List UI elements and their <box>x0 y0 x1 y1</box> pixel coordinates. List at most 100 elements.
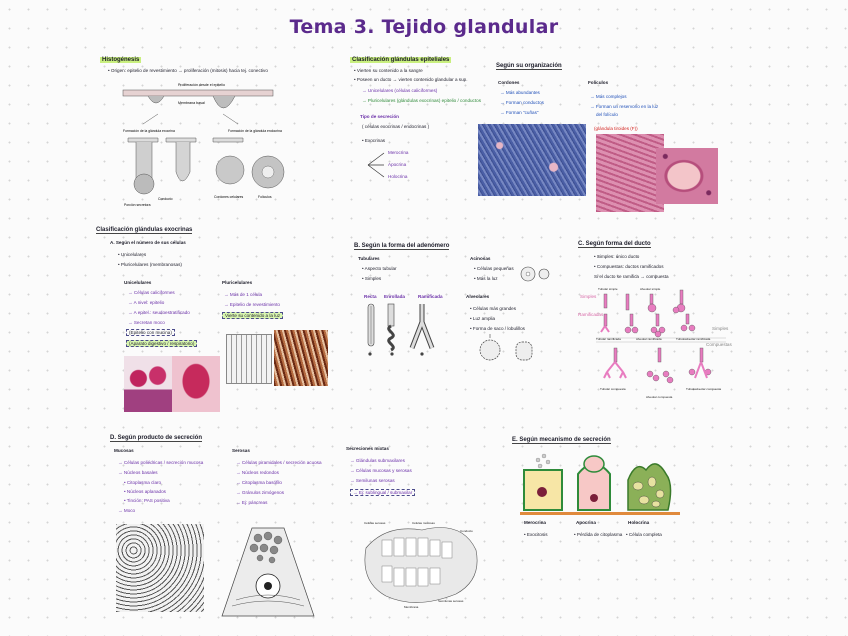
shape-label: Alveolar compuesta <box>646 395 673 399</box>
clasif-line: → Pluricelulares (glándulas exocrinas) e… <box>362 98 481 103</box>
diagram-label: Cordones celulares <box>214 195 244 199</box>
alveolares-title: Alveolares <box>466 294 490 299</box>
side-label-simples: Simples <box>580 294 597 299</box>
criterio-a-line: • Unicelulares <box>118 252 147 257</box>
micro-label: Conducto <box>460 529 473 533</box>
branch-merocrina: Merocrina <box>388 150 409 155</box>
alveolares-line: • Células más grandes <box>470 306 517 311</box>
mucosas-line: • Tinción: PAS positiva <box>124 498 170 503</box>
shape-label: Tubuloalveolar compuesta <box>686 387 721 391</box>
mucosas-line: • Citoplasma claro <box>124 480 162 485</box>
micro-label: Células serosas <box>364 521 386 525</box>
micro-label: Células mucosas <box>412 521 435 525</box>
mech-col-holocrina: Holocrina <box>628 520 650 525</box>
section-header-exocrinas: Clasificación glándulas exocrinas <box>96 227 193 234</box>
criterio-a: A. Según el número de sus células <box>110 240 186 245</box>
alveolares-line: • Luz amplia <box>470 316 496 321</box>
pluricelulares-line: → Epitelio de revestimiento <box>224 302 280 307</box>
ducto-line: • Compuestas: ductos ramificados <box>594 264 664 269</box>
tub-col-ramificada: Ramificada <box>418 294 443 299</box>
mucosas-title: Mucosas <box>114 448 134 453</box>
serosas-line: → Citoplasma basófilo <box>236 480 282 485</box>
unicelulares-line: (Epitelio con mucina) <box>126 329 175 336</box>
serosas-title: Serosas <box>232 448 250 453</box>
duct-shapes: Tubular simple Alveolar simple Tubular r… <box>596 287 726 399</box>
acinosas-line: • Más la luz <box>474 276 498 281</box>
mixed-gland-diagram: Células serosas Células mucosas Conducto… <box>364 521 478 609</box>
section-header-organizacion: Según su organización <box>496 63 562 70</box>
branch-holocrina: Holocrina <box>388 174 408 179</box>
tubulares-line: • Simples <box>362 276 382 281</box>
mech-col-apocrina: Apocrina <box>576 520 596 525</box>
diagram-label: Porción secretora <box>124 203 151 207</box>
page-title: Tema 3. Tejido glandular <box>289 16 559 38</box>
serosas-line: → Núcleos redondos <box>236 470 279 475</box>
section-header-adenomero: B. Según la forma del adenómero <box>354 243 450 250</box>
diagram-label: Formación de la glándula endocrina <box>228 129 282 133</box>
mucosas-line: → Células poliédricas / secreción mucosa <box>118 460 204 465</box>
cordones-line: → Más abundantes <box>500 90 540 95</box>
alveolar-shapes <box>479 334 533 361</box>
shape-label: Alveolar ramificada <box>636 337 662 341</box>
caliciform-cells-image <box>124 356 172 412</box>
foliculos-title: Folículos <box>588 80 609 85</box>
diagram-label: Formación de la glándula exocrina <box>123 129 175 133</box>
mixtas-line: → Células mucosas y serosas <box>350 468 412 473</box>
pluricellular-micrograph <box>274 330 328 386</box>
micrograph-tiroides <box>656 148 718 204</box>
serosas-line: → Ej: páncreas <box>236 500 268 505</box>
diagram-label: Conducto <box>158 197 173 201</box>
section-header-clasificacion: Clasificación glándulas epiteliales <box>350 57 452 63</box>
unicelulares-line: → Secretan moco <box>128 320 165 325</box>
shape-label: Tubular simple <box>598 287 618 291</box>
ducto-line: • Simples: único ducto <box>594 254 640 259</box>
mucosas-line: → Moco <box>118 508 136 513</box>
alveolares-line: • Forma de saco / lobulillos <box>470 326 525 331</box>
pluricelulares-line: Vierte su contenido a la luz <box>222 312 284 319</box>
mixtas-title: Secreciones mixtas <box>346 446 389 451</box>
section-header-histogenesis: Histogénesis <box>100 57 142 63</box>
pluricellular-diagram <box>226 334 272 384</box>
criterio-a-line: • Pluricelulares (membranosas) <box>118 262 182 267</box>
shape-label: Alveolar simple <box>640 287 661 291</box>
tub-col-enrollada: Enrollada <box>384 294 405 299</box>
cordones-line: → Forman conductos <box>500 100 544 105</box>
section-header-ducto: C. Según forma del ducto <box>578 241 651 248</box>
unicelulares-title: Unicelulares <box>124 280 152 285</box>
tubulares-line: • Aspecto tubular <box>362 266 397 271</box>
unicelulares-line: (Aparato digestivo / respiratorio) <box>126 340 198 347</box>
branch-arrows <box>367 152 385 178</box>
serosas-line: → Células piramidales / secreción acuosa <box>236 460 322 465</box>
clasif-line: → Unicelulares (células caliciformes) <box>362 88 438 93</box>
unicelulares-line: → A epitel.: seudoestratificado <box>128 310 190 315</box>
shape-label: Tubular ramificada <box>596 337 621 341</box>
pluricelulares-line: → Más de 1 célula <box>224 292 263 297</box>
serous-cell-diagram <box>221 527 315 617</box>
mucosas-line: • Núcleos aplanados <box>124 489 166 494</box>
foliculos-line: del folículo <box>596 112 618 117</box>
micrograph-cordones <box>478 124 586 196</box>
tubular-shapes <box>367 303 435 356</box>
section-header-producto: D. Según producto de secreción <box>110 435 203 442</box>
clasif-line: • Vierten su contenido a la sangre <box>354 68 423 73</box>
mech-note: • Pérdida de citoplasma <box>574 532 623 537</box>
section-header-mecanismo: E. Según mecanismo de secreción <box>512 437 611 444</box>
pluricelulares-title: Pluricelulares <box>222 280 253 285</box>
tipo-secrecion-line: • Exocrinas <box>362 138 386 143</box>
mixtas-line: → Semilunas serosas <box>350 478 395 483</box>
foliculos-line: → Forman un reservorio en la luz <box>590 104 659 109</box>
cordones-line: → Forman "cuñas" <box>500 110 539 115</box>
tubulares-title: Tubulares <box>358 256 380 261</box>
mech-note: • Célula completa <box>626 532 662 537</box>
side-label-compuestas: Compuestas <box>706 342 732 347</box>
caliciform-micrograph <box>172 356 220 412</box>
micro-label: Semilunas serosas <box>438 599 464 603</box>
micrograph-foliculos <box>596 134 664 212</box>
unicelulares-line: → A nivel: epitelio <box>128 300 165 305</box>
shape-label: Tubuloalveolar ramificada <box>676 337 711 341</box>
micro-label: Membrana <box>404 605 419 609</box>
secretion-mechanism-diagram <box>520 453 680 515</box>
tub-col-recta: Recta <box>364 294 377 299</box>
shape-label: Tubular compuesta <box>600 387 626 391</box>
ducto-line: Si el ducto se ramifica → compuesta <box>594 274 669 279</box>
